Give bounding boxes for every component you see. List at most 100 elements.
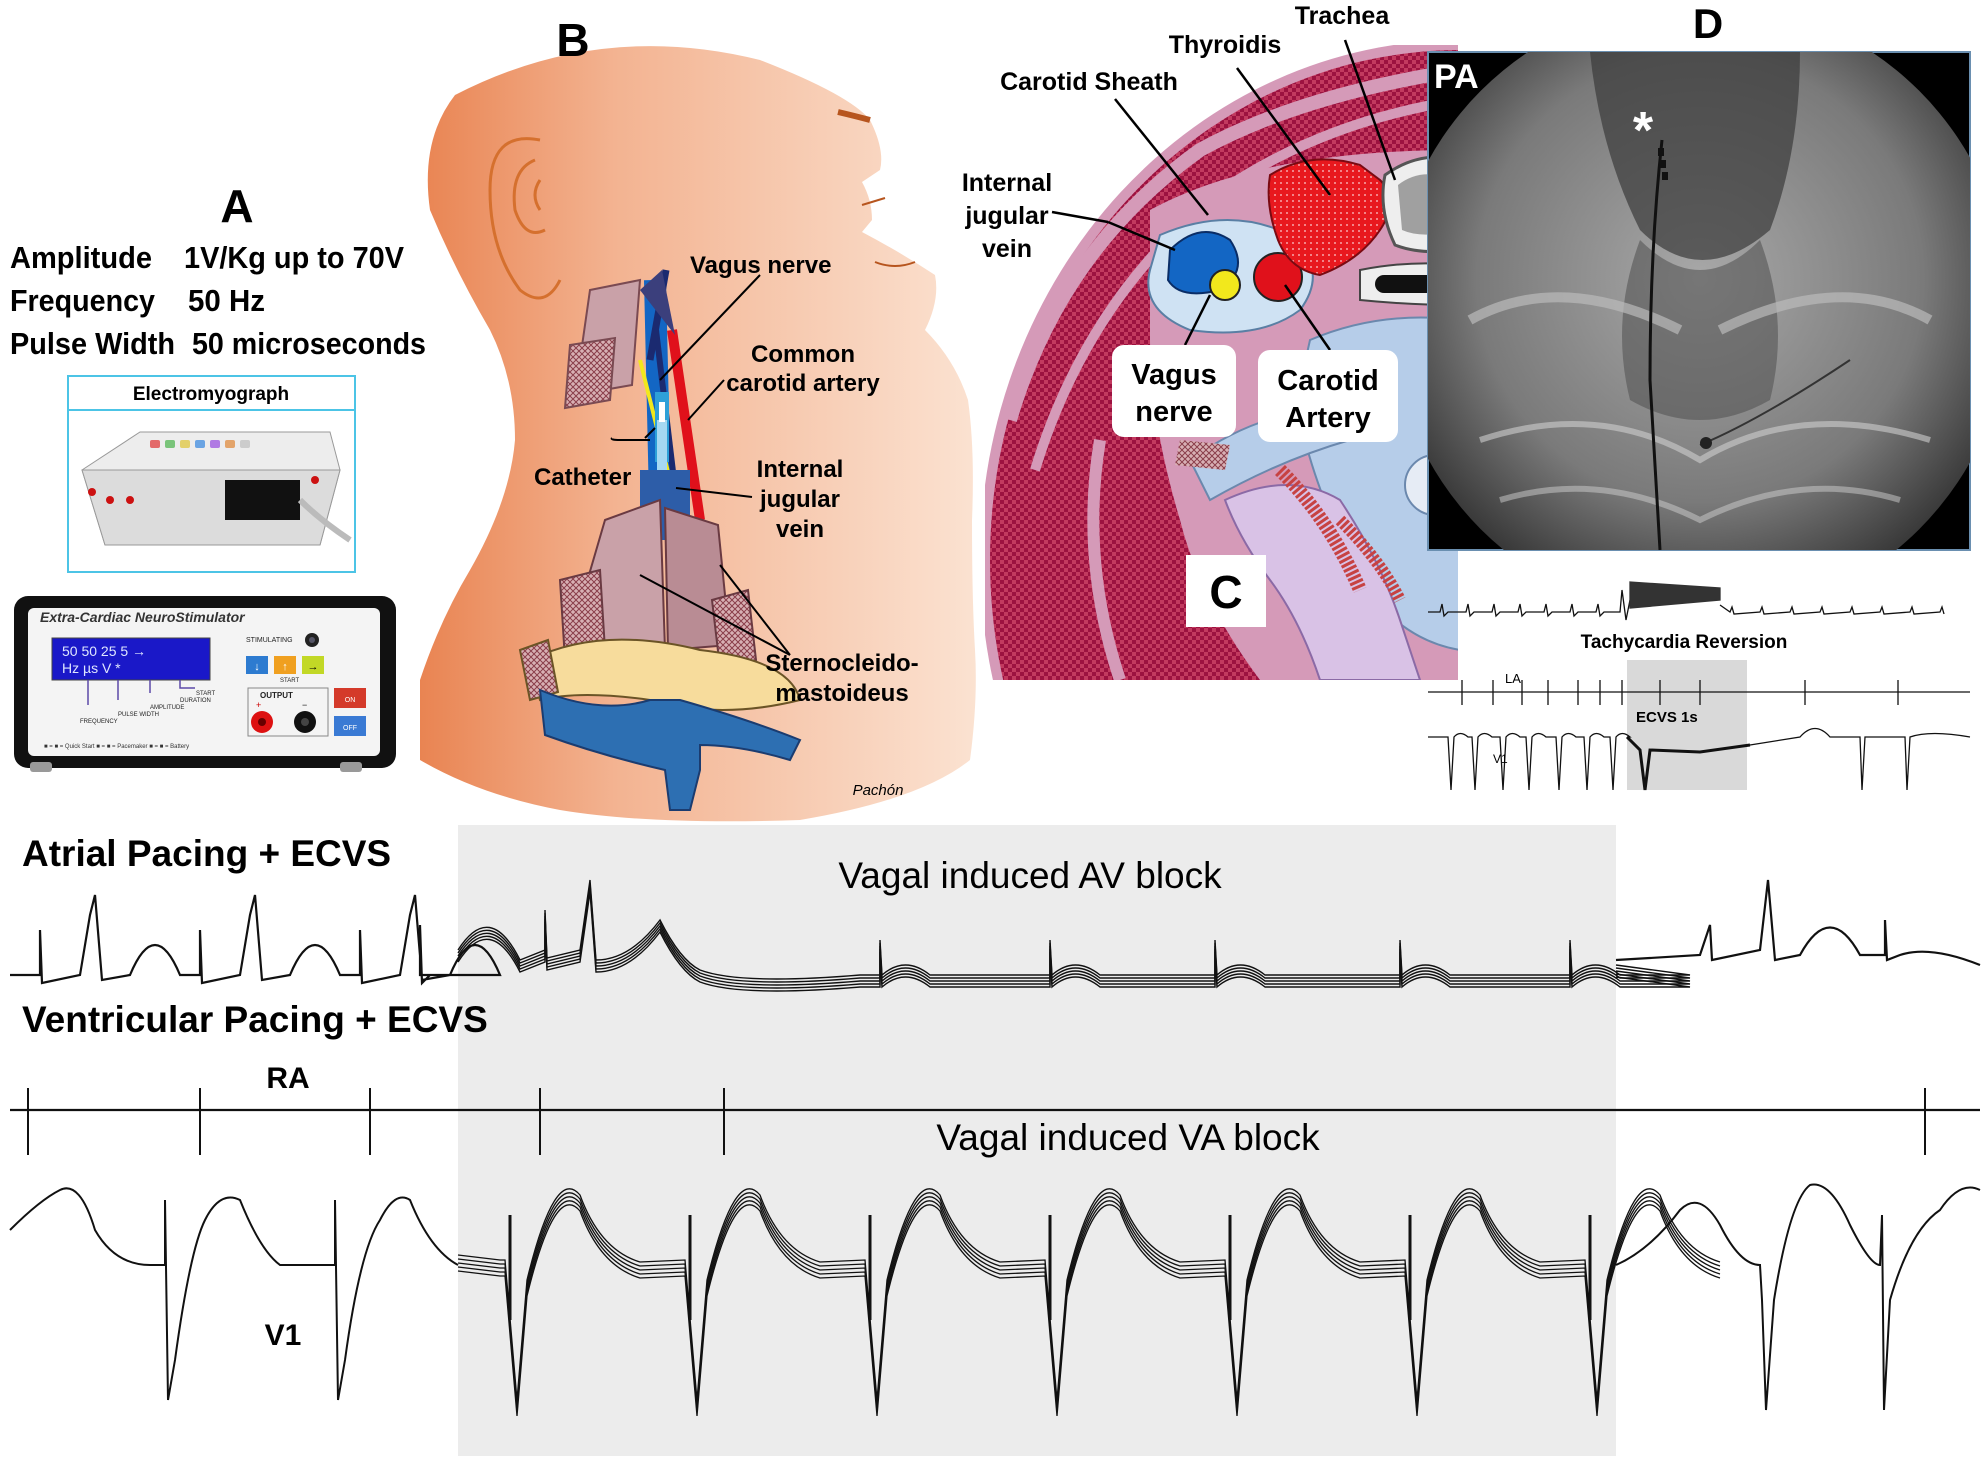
label-minus: − <box>302 700 307 710</box>
label-plus: + <box>256 700 261 710</box>
ra-trace <box>10 1088 1980 1155</box>
tachy-trace-pre <box>1428 589 1631 621</box>
param-label-amplitude: Amplitude <box>10 240 152 275</box>
label-c-carotid-2: Artery <box>1285 402 1370 434</box>
label-start: START <box>280 678 299 684</box>
label-c-vagus-2: nerve <box>1135 396 1212 428</box>
neck-vessels <box>638 269 705 540</box>
atrial-trace-stim <box>457 879 1691 980</box>
panel-b-letter: B <box>556 14 589 66</box>
param-value-amplitude: 1V/Kg up to 70V <box>184 240 404 275</box>
bottom-traces: Atrial Pacing + ECVS Vagal induced AV bl… <box>9 825 1981 1456</box>
v1-mini-post <box>1749 727 1971 791</box>
head-neck-silhouette <box>420 46 976 822</box>
v1-trace <box>9 1183 1981 1417</box>
thyroid-gland <box>1267 158 1391 277</box>
label-v1: V1 <box>265 1319 302 1352</box>
panel-d: D PA * Tachycardia Reversion LA ECVS 1s … <box>1427 0 1971 791</box>
label-catheter: Catheter <box>534 464 631 491</box>
panel-d-letter: D <box>1693 0 1723 47</box>
v1-mini-ecvs <box>1625 735 1751 791</box>
label-d-v1: V1 <box>1493 752 1508 766</box>
v1-trace-stim <box>457 1196 1721 1409</box>
clavicle-and-veins <box>518 638 802 811</box>
title-atrial-pacing: Atrial Pacing + ECVS <box>22 833 391 874</box>
atrial-trace-stim <box>457 882 1691 983</box>
label-av-block: Vagal induced AV block <box>838 855 1222 896</box>
atrial-trace <box>10 879 1981 992</box>
atrial-trace-stim <box>457 891 1691 992</box>
sternocleidomastoid-muscle <box>558 498 758 670</box>
label-la: LA <box>1505 671 1521 686</box>
label-c-vagus-1: Vagus <box>1131 359 1216 391</box>
svg-text:↓: ↓ <box>254 661 260 673</box>
label-sternocleido-1: Sternocleido- <box>765 650 918 677</box>
electromyograph-title: Electromyograph <box>133 384 289 405</box>
label-amplitude: AMPLITUDE <box>150 705 184 711</box>
down-button <box>246 656 268 674</box>
label-output: OUTPUT <box>260 691 293 700</box>
panel-b-leaders <box>610 274 791 656</box>
tachy-burst <box>1629 581 1721 609</box>
atrial-trace-pre <box>10 894 502 986</box>
label-trachea: Trachea <box>1295 2 1391 30</box>
panel-c-labels: Trachea Thyroidis Carotid Sheath Interna… <box>962 2 1398 627</box>
off-button <box>334 716 366 736</box>
carotid-artery-c <box>1253 252 1303 302</box>
label-c-ijv-3: vein <box>982 235 1032 263</box>
v1-trace-post <box>1615 1183 1981 1411</box>
title-ventricular-pacing: Ventricular Pacing + ECVS <box>22 999 488 1040</box>
label-common-carotid-1: Common <box>751 341 855 368</box>
label-va-block: Vagal induced VA block <box>936 1117 1320 1158</box>
panel-a: A Amplitude 1V/Kg up to 70V Frequency 50… <box>10 180 426 772</box>
panel-c-letter: C <box>1209 566 1242 618</box>
label-on: ON <box>345 697 356 704</box>
atrial-trace-post <box>1615 879 1981 967</box>
catheter-wire <box>1648 139 1664 550</box>
label-c-ijv-1: Internal <box>962 169 1052 197</box>
v1-mini-pre <box>1428 732 1632 791</box>
label-common-carotid-2: carotid artery <box>726 370 880 397</box>
label-thyroidis: Thyroidis <box>1169 31 1282 59</box>
next-button <box>302 656 324 674</box>
stim-footer: ■ = ■ = Quick Start ■ = ■ = Pacemaker ■ … <box>44 744 189 750</box>
label-carotid-sheath: Carotid Sheath <box>1000 68 1178 96</box>
label-duration: START <box>196 691 215 697</box>
label-ijv-3: vein <box>776 516 824 543</box>
lcd-top-line: 50 50 25 5 → <box>62 643 146 659</box>
atrial-trace-stim <box>457 885 1691 986</box>
electromyograph-device: Electromyograph <box>67 375 356 573</box>
label-tachycardia-reversion: Tachycardia Reversion <box>1581 632 1788 653</box>
stim-parameters: Amplitude 1V/Kg up to 70V Frequency 50 H… <box>10 240 426 361</box>
neurostimulator-brand: Extra-Cardiac NeuroStimulator <box>40 609 246 625</box>
label-sternocleido-2: mastoideus <box>775 680 908 707</box>
v1-trace-stim <box>457 1200 1721 1413</box>
panel-d-traces <box>1428 581 1971 791</box>
param-label-pulse-width: Pulse Width <box>10 326 175 361</box>
label-c-ijv-2: jugular <box>964 202 1049 230</box>
v1-trace-stim <box>457 1188 1721 1401</box>
lcd-bottom-line: Hz µs V * <box>62 660 121 676</box>
label-stimulating: STIMULATING <box>246 637 293 644</box>
label-pulse-width: PULSE WIDTH <box>118 712 159 718</box>
credit-pachon: Pachón <box>853 782 904 799</box>
v1-trace-stim <box>457 1192 1721 1405</box>
atrial-trace-stim <box>457 888 1691 989</box>
v1-trace-pre <box>9 1187 459 1401</box>
neurostimulator-device: Extra-Cardiac NeuroStimulator 50 50 25 5… <box>14 596 396 772</box>
label-ijv-2: jugular <box>759 486 840 513</box>
label-ijv-1: Internal <box>757 456 844 483</box>
svg-text:↑: ↑ <box>282 661 288 673</box>
param-label-frequency: Frequency <box>10 283 156 318</box>
up-button <box>274 656 296 674</box>
panel-a-letter: A <box>220 180 253 232</box>
svg-text:→: → <box>308 661 319 673</box>
label-ecvs: ECVS 1s <box>1636 709 1698 726</box>
tachy-trace-post <box>1719 604 1945 615</box>
ear <box>488 137 562 300</box>
label-c-carotid-1: Carotid <box>1277 365 1379 397</box>
label-frequency: FREQUENCY <box>80 719 118 725</box>
label-duration-2: DURATION <box>180 698 211 704</box>
